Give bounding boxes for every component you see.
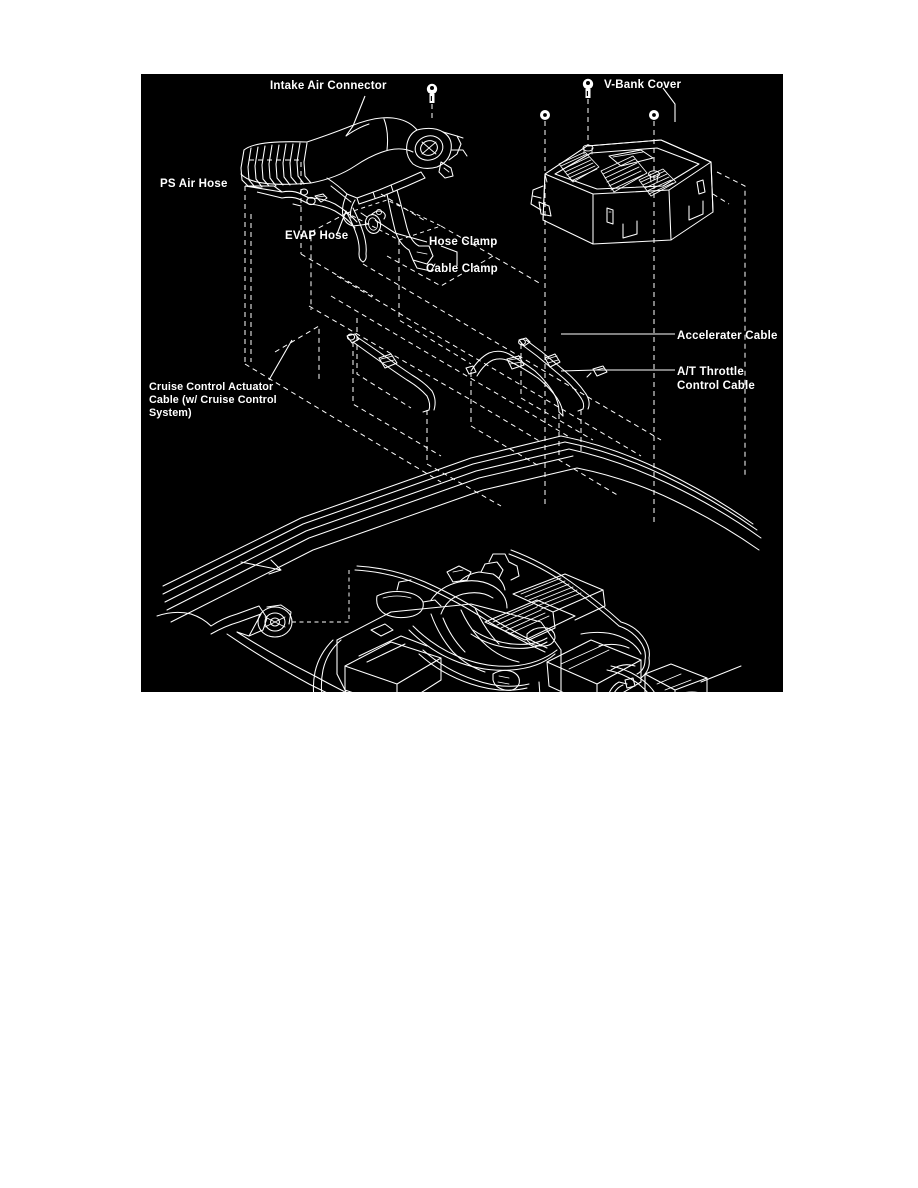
label-texts: Intake Air Connector V-Bank Cover PS Air… [149, 79, 778, 419]
evap-hose-part [345, 207, 367, 263]
accelerater-cable-part [346, 333, 436, 413]
figure-panel: Intake Air Connector V-Bank Cover PS Air… [141, 74, 783, 692]
exploded-view-diagram: Intake Air Connector V-Bank Cover PS Air… [149, 78, 778, 692]
cable-clamp-part [586, 365, 608, 378]
engine-bay-illustration [156, 435, 762, 692]
intake-air-connector-part [240, 117, 468, 272]
label-at-throttle-control-cable-line2: Control Cable [677, 380, 755, 392]
label-hose-clamp: Hose Clamp [429, 236, 497, 248]
label-evap-hose: EVAP Hose [285, 230, 348, 242]
label-accelerater-cable: Accelerater Cable [677, 330, 778, 342]
v-bank-vent-right [638, 168, 677, 197]
cruise-control-actuator-cable-part [518, 337, 590, 412]
label-v-bank-cover: V-Bank Cover [604, 79, 682, 91]
fastener-bolt-intake-connector [426, 83, 438, 122]
hose-clamp-assembly-outline [345, 199, 443, 241]
label-cruise-control-actuator-line1: Cruise Control Actuator [149, 381, 274, 393]
v-bank-vent-center [600, 155, 648, 193]
engine-vbank-installed [484, 573, 606, 641]
fastener-bolt-v-bank-center [582, 78, 594, 146]
v-bank-cover-part [530, 139, 714, 245]
label-cable-clamp: Cable Clamp [426, 263, 498, 275]
label-ps-air-hose: PS Air Hose [160, 178, 228, 190]
v-bank-vent-left [558, 151, 600, 183]
at-throttle-control-cable-part [465, 350, 564, 417]
fastener-bolt-v-bank-right [649, 110, 659, 522]
label-cruise-control-actuator-line2: Cable (w/ Cruise Control [149, 394, 277, 406]
label-cruise-control-actuator-line3: System) [149, 407, 192, 419]
assembly-dashed-paths [244, 159, 746, 507]
label-at-throttle-control-cable-line1: A/T Throttle [677, 366, 744, 378]
cowl-rails [162, 435, 578, 623]
hose-clamp-part [360, 208, 386, 234]
fastener-bolt-v-bank-left [540, 110, 550, 504]
label-intake-air-connector: Intake Air Connector [270, 80, 387, 92]
